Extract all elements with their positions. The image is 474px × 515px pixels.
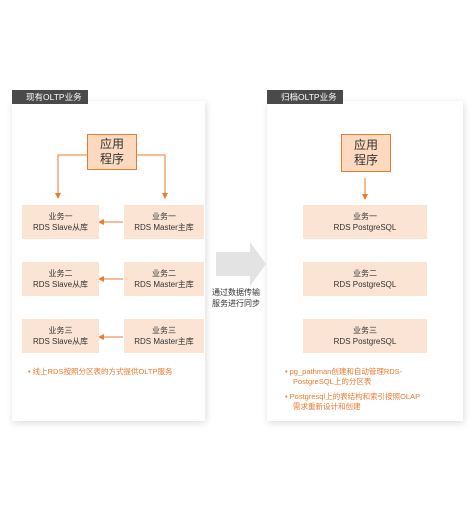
- right-note-1-line1: pg_pathman创建和自动管理RDS-: [289, 367, 403, 376]
- left-app-line2: 程序: [99, 152, 124, 166]
- master-box-2: 业务二 RDS Master主库: [124, 262, 204, 296]
- postgres-box-1-title: 业务一: [353, 212, 377, 221]
- transfer-label-line1: 通过数据传输: [212, 288, 260, 297]
- slave-box-3-subtitle: RDS Slave从库: [32, 337, 89, 346]
- left-note-1-text: 线上RDS按照分区表的方式提供OLTP服务: [32, 367, 173, 376]
- left-note-1: •线上RDS按照分区表的方式提供OLTP服务: [28, 367, 173, 377]
- slave-box-2: 业务二 RDS Slave从库: [22, 262, 99, 296]
- slave-box-2-subtitle: RDS Slave从库: [32, 280, 89, 289]
- slave-box-3: 业务三 RDS Slave从库: [22, 319, 99, 353]
- app-to-master-arrow: [135, 154, 168, 199]
- master-box-1: 业务一 RDS Master主库: [124, 205, 204, 239]
- right-panel-title: 归档OLTP业务: [267, 90, 343, 104]
- right-note-2: •Postgresql上的表结构和索引按照OLAP 需求重新设计和创建: [285, 392, 420, 412]
- postgres-box-3-subtitle: RDS PostgreSQL: [333, 337, 397, 346]
- postgres-box-1-subtitle: RDS PostgreSQL: [333, 223, 397, 232]
- transfer-arrow-icon: [216, 242, 266, 286]
- postgres-box-3: 业务三 RDS PostgreSQL: [303, 319, 427, 353]
- left-app-box: 应用 程序: [87, 134, 137, 170]
- left-app-line1: 应用: [99, 137, 124, 151]
- master-box-3: 业务三 RDS Master主库: [124, 319, 204, 353]
- app-to-slave-arrow: [55, 154, 87, 199]
- postgres-box-2: 业务二 RDS PostgreSQL: [303, 262, 427, 296]
- right-note-1: •pg_pathman创建和自动管理RDS- PostgreSQL上的分区表: [285, 367, 402, 387]
- postgres-box-2-subtitle: RDS PostgreSQL: [333, 280, 397, 289]
- master-box-2-subtitle: RDS Master主库: [134, 280, 194, 289]
- slave-box-2-title: 业务二: [48, 269, 73, 278]
- transfer-label: 通过数据传输 服务进行同步: [212, 287, 260, 309]
- master-box-2-title: 业务二: [152, 269, 176, 278]
- right-note-2-line2: 需求重新设计和创建: [293, 402, 361, 411]
- slave-box-1-subtitle: RDS Slave从库: [32, 223, 89, 232]
- master-box-3-title: 业务三: [152, 326, 176, 335]
- transfer-label-line2: 服务进行同步: [212, 299, 260, 308]
- master-box-1-title: 业务一: [152, 212, 176, 221]
- bullet-icon: •: [285, 392, 288, 401]
- right-app-box: 应用 程序: [341, 134, 391, 172]
- slave-box-1: 业务一 RDS Slave从库: [22, 205, 99, 239]
- right-note-2-line1: Postgresql上的表结构和索引按照OLAP: [289, 392, 421, 401]
- slave-box-3-title: 业务三: [48, 326, 73, 335]
- postgres-box-1: 业务一 RDS PostgreSQL: [303, 205, 427, 239]
- postgres-box-2-title: 业务二: [353, 269, 377, 278]
- bullet-icon: •: [285, 367, 288, 376]
- left-panel-title: 现有OLTP业务: [12, 90, 88, 104]
- master-box-1-subtitle: RDS Master主库: [134, 223, 194, 232]
- right-note-1-line2: PostgreSQL上的分区表: [293, 377, 372, 386]
- right-app-line2: 程序: [353, 153, 378, 167]
- master-box-3-subtitle: RDS Master主库: [134, 337, 194, 346]
- right-app-line1: 应用: [353, 138, 378, 152]
- slave-box-1-title: 业务一: [48, 212, 73, 221]
- postgres-box-3-title: 业务三: [353, 326, 377, 335]
- bullet-icon: •: [28, 367, 31, 376]
